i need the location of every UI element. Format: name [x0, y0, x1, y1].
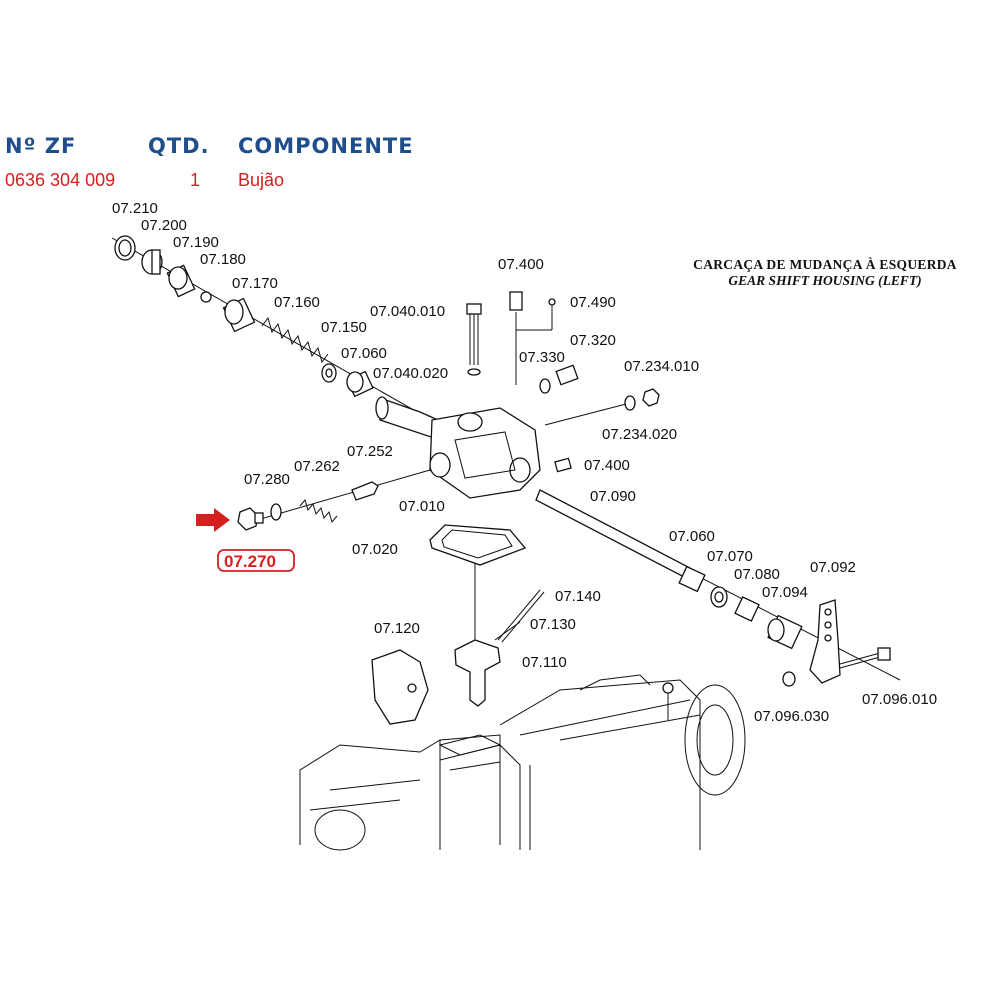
o-ring-part [539, 378, 551, 394]
header-component: COMPONENTE [238, 134, 414, 158]
seal-ring-part-2 [270, 503, 282, 521]
label-07-252: 07.252 [347, 443, 393, 460]
label-07-040-010: 07.040.010 [370, 303, 445, 320]
label-07-150: 07.150 [321, 319, 367, 336]
label-07-234-020: 07.234.020 [602, 426, 677, 443]
spring-part [261, 316, 329, 364]
header-quantity: QTD. [148, 134, 210, 158]
spring-pin-part [497, 589, 545, 643]
small-plug-part [548, 298, 556, 306]
part-number-value: 0636 304 009 [5, 170, 116, 190]
bolt-part-2 [839, 647, 891, 669]
highlight-arrow-icon [196, 508, 230, 532]
label-07-400-b: 07.400 [584, 457, 630, 474]
label-07-120: 07.120 [374, 620, 420, 637]
label-07-070: 07.070 [707, 548, 753, 565]
highlighted-part-label: 07.270 [224, 552, 276, 571]
label-07-180: 07.180 [200, 251, 246, 268]
washer-part [321, 363, 337, 383]
label-07-280: 07.280 [244, 471, 290, 488]
bushing-part-3 [678, 565, 706, 593]
label-07-234-010: 07.234.010 [624, 358, 699, 375]
sleeve-part-2 [767, 614, 803, 650]
header-part-number: Nº ZF [5, 134, 77, 158]
shift-lever-part [809, 599, 841, 684]
label-07-170: 07.170 [232, 275, 278, 292]
gear-shift-housing [375, 396, 541, 499]
label-07-190: 07.190 [173, 234, 219, 251]
seal-ring-part [624, 395, 636, 411]
diagram-title-pt: CARCAÇA DE MUDANÇA À ESQUERDA [693, 257, 957, 272]
nut-part [642, 388, 660, 407]
bushing-part-4 [734, 596, 760, 622]
diagram-title-en: GEAR SHIFT HOUSING (LEFT) [728, 273, 922, 288]
plug-part-right [554, 457, 572, 473]
nut-part-2 [782, 671, 796, 687]
spring-part-2 [299, 498, 338, 524]
component-value: Bujão [238, 170, 285, 190]
breather-part [509, 291, 553, 385]
label-07-060-a: 07.060 [341, 345, 387, 362]
label-07-060-b: 07.060 [669, 528, 715, 545]
side-axis-line [544, 402, 631, 426]
label-07-490: 07.490 [570, 294, 616, 311]
bracket-part [371, 649, 429, 725]
label-07-400-a: 07.400 [498, 256, 544, 273]
pin-part [494, 621, 521, 641]
label-07-040-020: 07.040.020 [373, 365, 448, 382]
gasket-part [429, 524, 527, 566]
retaining-ring-part [114, 235, 136, 261]
detent-pin-part [351, 481, 379, 501]
label-07-160: 07.160 [274, 294, 320, 311]
label-07-200: 07.200 [141, 217, 187, 234]
label-07-210: 07.210 [112, 200, 158, 217]
highlight-box [217, 549, 295, 572]
small-ring-part [200, 291, 212, 303]
label-07-330: 07.330 [519, 349, 565, 366]
label-07-094: 07.094 [762, 584, 808, 601]
label-07-320: 07.320 [570, 332, 616, 349]
label-07-010: 07.010 [399, 498, 445, 515]
label-07-262: 07.262 [294, 458, 340, 475]
sensor-part [555, 364, 579, 386]
label-07-092: 07.092 [810, 559, 856, 576]
bushing-part-2 [346, 370, 374, 398]
bushing-part [166, 264, 196, 298]
quantity-value: 1 [190, 170, 201, 190]
ring-part-3 [710, 586, 728, 608]
label-07-020: 07.020 [352, 541, 398, 558]
gearbox-body [299, 674, 746, 851]
sleeve-part [222, 297, 256, 333]
upper-axis-line [111, 237, 441, 426]
bolt-part [466, 303, 482, 376]
label-07-080: 07.080 [734, 566, 780, 583]
label-07-096-030: 07.096.030 [754, 708, 829, 725]
cap-part [141, 249, 163, 275]
label-07-090: 07.090 [590, 488, 636, 505]
label-07-140: 07.140 [555, 588, 601, 605]
label-07-110: 07.110 [522, 654, 567, 671]
shift-finger-part [454, 639, 501, 707]
label-07-096-010: 07.096.010 [862, 691, 937, 708]
label-07-130: 07.130 [530, 616, 576, 633]
plug-bujao-part [237, 507, 264, 531]
